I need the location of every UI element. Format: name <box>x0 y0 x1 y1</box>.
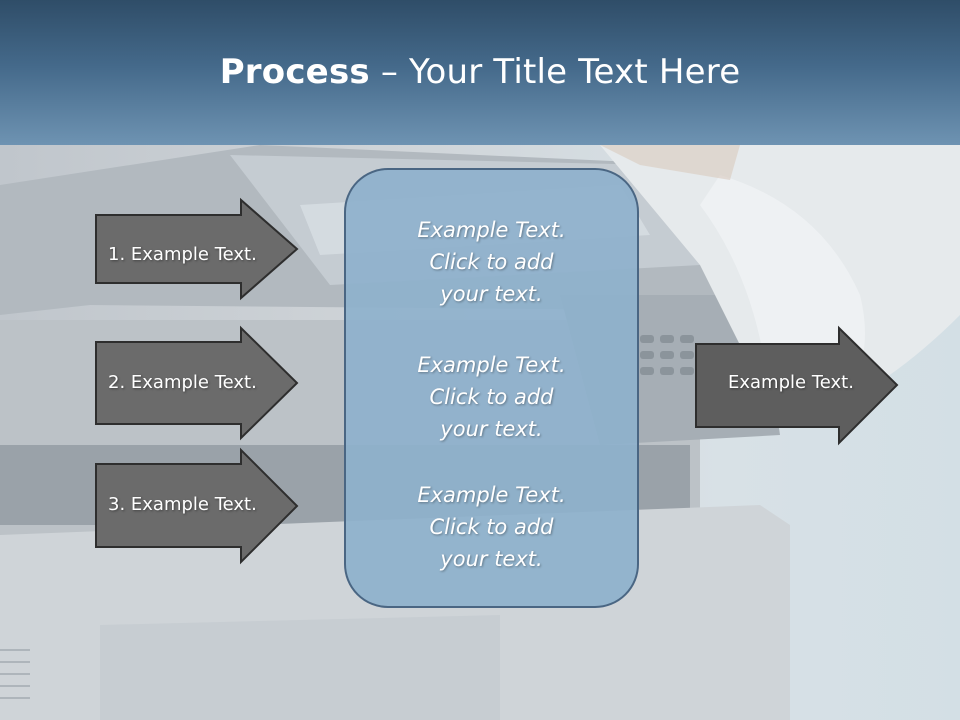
arrow-shape-icon <box>695 325 899 446</box>
center-text-block-2[interactable]: Example Text. Click to add your text. <box>346 349 637 445</box>
center-text-block-1[interactable]: Example Text. Click to add your text. <box>346 214 637 310</box>
center-line: Click to add <box>429 250 554 274</box>
center-line: Example Text. <box>417 218 566 242</box>
arrow-shape-icon <box>95 325 299 441</box>
slide-title[interactable]: Process – Your Title Text Here <box>0 52 960 92</box>
step-arrow-2[interactable]: 2. Example Text. <box>95 325 300 441</box>
center-line: Example Text. <box>417 353 566 377</box>
title-rest: – Your Title Text Here <box>369 52 741 92</box>
step-arrow-1[interactable]: 1. Example Text. <box>95 197 300 301</box>
center-line: your text. <box>440 282 543 306</box>
step-label-2: 2. Example Text. <box>108 372 257 393</box>
output-arrow[interactable]: Example Text. <box>695 325 900 446</box>
center-line: your text. <box>440 417 543 441</box>
center-process-box[interactable]: Example Text. Click to add your text. Ex… <box>344 168 639 608</box>
center-line: Example Text. <box>417 483 566 507</box>
step-arrow-3[interactable]: 3. Example Text. <box>95 447 300 565</box>
arrow-shape-icon <box>95 447 299 565</box>
center-line: Click to add <box>429 515 554 539</box>
step-label-3: 3. Example Text. <box>108 494 257 515</box>
output-label: Example Text. <box>728 372 854 393</box>
center-line: your text. <box>440 547 543 571</box>
center-text-block-3[interactable]: Example Text. Click to add your text. <box>346 479 637 575</box>
title-bar: Process – Your Title Text Here <box>0 0 960 145</box>
center-line: Click to add <box>429 385 554 409</box>
arrow-shape-icon <box>95 197 299 301</box>
title-bold: Process <box>219 52 370 92</box>
step-label-1: 1. Example Text. <box>108 244 257 265</box>
